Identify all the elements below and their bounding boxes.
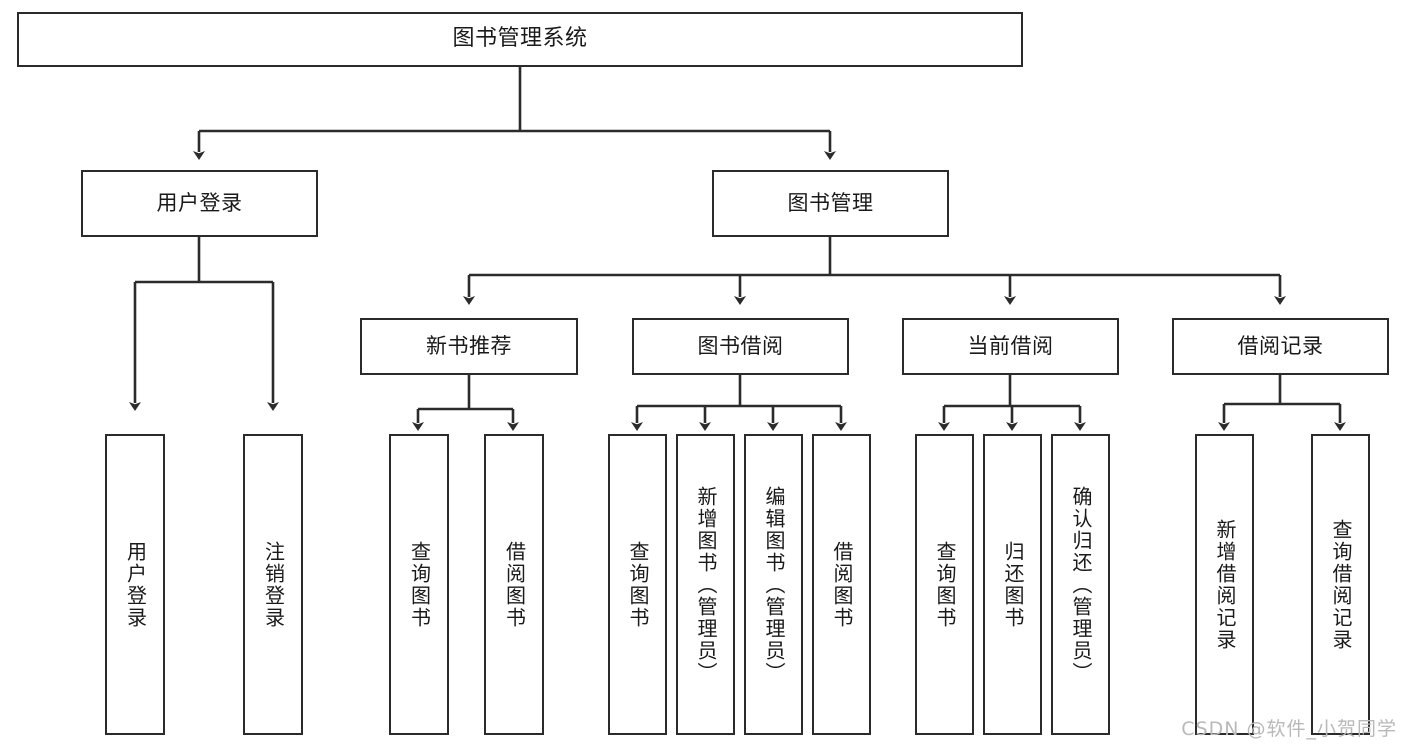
leaf-label: 借阅图书 — [830, 540, 854, 629]
leaf-borrow-edit-book-admin[interactable]: 编辑图书（管理员） — [744, 434, 803, 735]
leaf-borrow-query-book[interactable]: 查询图书 — [608, 434, 667, 735]
leaf-current-query-book[interactable]: 查询图书 — [915, 434, 974, 735]
leaf-label: 用户登录 — [123, 540, 148, 629]
leaf-current-return-book[interactable]: 归还图书 — [983, 434, 1042, 735]
leaf-label: 编辑图书（管理员） — [762, 485, 786, 684]
leaf-recommend-query-book[interactable]: 查询图书 — [389, 434, 449, 735]
leaf-user-login-login[interactable]: 用户登录 — [105, 434, 165, 735]
leaf-label: 新增图书（管理员） — [694, 485, 718, 684]
node-user-login[interactable]: 用户登录 — [81, 170, 318, 237]
leaf-label: 借阅图书 — [502, 540, 527, 629]
node-book-borrow[interactable]: 图书借阅 — [632, 318, 849, 375]
node-borrow-record[interactable]: 借阅记录 — [1172, 318, 1389, 375]
node-root-system[interactable]: 图书管理系统 — [17, 12, 1023, 67]
leaf-record-add-record[interactable]: 新增借阅记录 — [1195, 434, 1254, 735]
leaf-label: 归还图书 — [1001, 540, 1025, 629]
leaf-label: 查询图书 — [626, 540, 650, 629]
leaf-recommend-borrow-book[interactable]: 借阅图书 — [484, 434, 544, 735]
leaf-label: 查询图书 — [407, 540, 432, 629]
node-current-borrow[interactable]: 当前借阅 — [902, 318, 1119, 375]
leaf-borrow-add-book-admin[interactable]: 新增图书（管理员） — [676, 434, 735, 735]
watermark: CSDN @软件_小贺同学 — [1181, 718, 1397, 740]
leaf-borrow-borrow-book[interactable]: 借阅图书 — [812, 434, 871, 735]
node-book-management[interactable]: 图书管理 — [712, 170, 949, 237]
leaf-user-login-logout[interactable]: 注销登录 — [243, 434, 303, 735]
leaf-label: 查询借阅记录 — [1329, 518, 1353, 651]
leaf-label: 注销登录 — [261, 540, 286, 629]
leaf-label: 确认归还（管理员） — [1069, 485, 1093, 684]
leaf-current-confirm-return-admin[interactable]: 确认归还（管理员） — [1051, 434, 1110, 735]
leaf-record-query-record[interactable]: 查询借阅记录 — [1311, 434, 1370, 735]
leaf-label: 查询图书 — [933, 540, 957, 629]
leaf-label: 新增借阅记录 — [1213, 518, 1237, 651]
node-new-book-recommend[interactable]: 新书推荐 — [360, 318, 578, 375]
